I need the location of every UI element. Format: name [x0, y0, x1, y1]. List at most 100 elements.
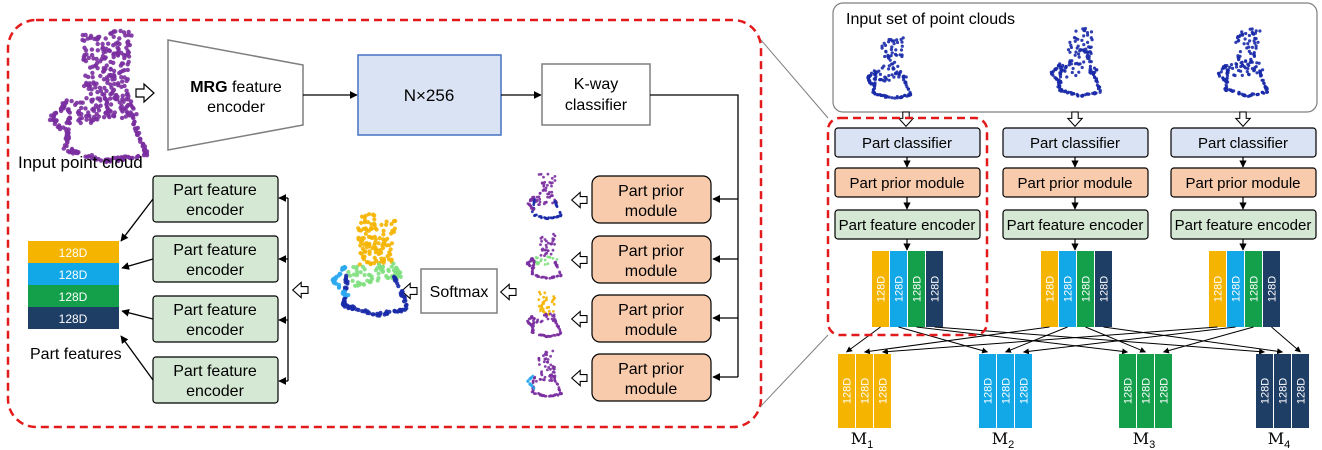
feature-routing-line: [1162, 326, 1254, 354]
feature-routing-line: [846, 326, 881, 353]
hollow-arrow-icon: [499, 283, 517, 301]
grouped-feature-bar-label: 128D: [1278, 378, 1290, 404]
feature-routing-line: [934, 326, 1266, 355]
grouped-feature-bar: [838, 354, 855, 428]
grouped-feature-bar-label: 128D: [1001, 378, 1013, 404]
svg-text:module: module: [625, 203, 678, 220]
svg-text:Part feature encoder: Part feature encoder: [839, 217, 976, 234]
mrg-feature-encoder: [167, 39, 304, 151]
feature-bar: [1209, 251, 1226, 327]
feature-bar: [890, 251, 907, 327]
segmented-chair: [330, 212, 409, 318]
feature-bar-label: 128D: [894, 276, 906, 302]
grouped-feature-bar-label: 128D: [1123, 378, 1135, 404]
svg-text:Part classifier: Part classifier: [1030, 135, 1120, 152]
hollow-arrow-icon: [570, 369, 588, 387]
part-feature-encoder-4: Part feature encoder: [152, 356, 279, 404]
mrg-encoder-label: MRG feature: [190, 79, 282, 96]
softmax-label: Softmax: [430, 284, 489, 301]
svg-text:module: module: [625, 322, 678, 339]
grouped-feature-bar-label: 128D: [1260, 378, 1272, 404]
svg-text:Part prior module: Part prior module: [1017, 175, 1132, 192]
highlight-dashed-frame: [826, 116, 989, 337]
svg-text:module: module: [625, 381, 678, 398]
feature-bar-label: 128D: [1045, 276, 1057, 302]
grouped-feature-bar: [874, 354, 891, 428]
svg-text:Part prior: Part prior: [618, 183, 684, 200]
grouped-feature-bar-label: 128D: [1019, 378, 1031, 404]
classifier-label-line2: classifier: [565, 97, 628, 114]
input-chair-3: [1216, 27, 1269, 98]
input-chair-1: [866, 36, 913, 100]
svg-text:Part feature: Part feature: [173, 242, 257, 259]
svg-text:Part feature encoder: Part feature encoder: [1007, 217, 1144, 234]
part-feature-stack: 128D 128D 128D 128D: [28, 241, 119, 329]
group-label-m3: M3: [1133, 429, 1156, 450]
feature-bar-label: 128D: [1213, 276, 1225, 302]
feature-routing-line: [1004, 326, 1068, 353]
feature-bar-label: 128D: [1081, 276, 1093, 302]
part-feature-encoder-3: Part feature encoder: [152, 295, 279, 343]
part-prior-chair-3: [526, 290, 563, 339]
feature-bar-label: 128D: [876, 276, 888, 302]
feature-bar-label: 128D: [1249, 276, 1261, 302]
feature-bar: [1263, 251, 1280, 327]
pipeline-column-2: Part classifier Part prior module Part f…: [1002, 127, 1149, 251]
feature-routing-line: [1085, 326, 1147, 353]
classifier-label-line1: K-way: [574, 76, 618, 93]
svg-text:Part feature: Part feature: [173, 363, 257, 380]
hollow-arrow-icon: [1234, 111, 1252, 128]
hollow-arrow-icon: [291, 281, 309, 299]
feature-box-label: N×256: [404, 86, 455, 105]
feature-routing-line: [1103, 326, 1284, 355]
k-way-classifier: [541, 63, 651, 126]
part-prior-module-1: Part prior module: [591, 175, 712, 224]
feature-bar: [1059, 251, 1076, 327]
hollow-arrow-icon: [400, 282, 418, 300]
grouped-feature-bar: [1256, 354, 1273, 428]
svg-text:128D: 128D: [59, 268, 88, 282]
input-point-cloud-caption: Input point cloud: [18, 153, 143, 172]
input-chair-2: [1049, 26, 1102, 98]
grouped-feature-bar: [1137, 354, 1154, 428]
feature-bar-label: 128D: [1099, 276, 1111, 302]
grouped-feature-bar-label: 128D: [1159, 378, 1171, 404]
pipeline-column-1: Part classifier Part prior module Part f…: [834, 127, 981, 251]
feature-bar: [908, 251, 925, 327]
grouped-feature-bar-label: 128D: [1296, 378, 1308, 404]
grouped-feature-bar: [1155, 354, 1172, 428]
feature-routing-line: [898, 326, 989, 354]
input-point-cloud-chair: [47, 28, 150, 165]
softmax-box: [420, 268, 498, 314]
group-label-m4: M4: [1268, 429, 1291, 450]
feature-bar-label: 128D: [912, 276, 924, 302]
part-prior-chair-1: [526, 172, 563, 221]
feature-routing-line: [1271, 326, 1301, 353]
svg-text:encoder: encoder: [186, 322, 244, 339]
grouped-feature-bar-label: 128D: [983, 378, 995, 404]
zoom-dashed-frame: [6, 18, 763, 429]
grouped-feature-bar: [856, 354, 873, 428]
feature-bar: [1245, 251, 1262, 327]
part-features-caption: Part features: [30, 346, 122, 363]
part-prior-module-3: Part prior module: [591, 294, 712, 343]
grouped-feature-bar: [1015, 354, 1032, 428]
feature-bar: [1041, 251, 1058, 327]
svg-text:encoder: encoder: [186, 262, 244, 279]
svg-text:128D: 128D: [59, 246, 88, 260]
input-set-title: Input set of point clouds: [846, 11, 1015, 28]
svg-text:Part prior module: Part prior module: [1185, 175, 1300, 192]
feature-bar: [926, 251, 943, 327]
hollow-arrow-icon: [135, 82, 155, 104]
grouped-feature-bar: [979, 354, 996, 428]
svg-text:Part classifier: Part classifier: [1198, 135, 1288, 152]
feature-routing-line: [881, 326, 1218, 355]
grouped-feature-bar: [1119, 354, 1136, 428]
hollow-arrow-icon: [570, 310, 588, 328]
feature-routing-line: [916, 326, 1129, 355]
feature-bar: [1095, 251, 1112, 327]
svg-text:128D: 128D: [59, 290, 88, 304]
svg-text:Part feature: Part feature: [173, 182, 257, 199]
svg-text:Part prior: Part prior: [618, 302, 684, 319]
